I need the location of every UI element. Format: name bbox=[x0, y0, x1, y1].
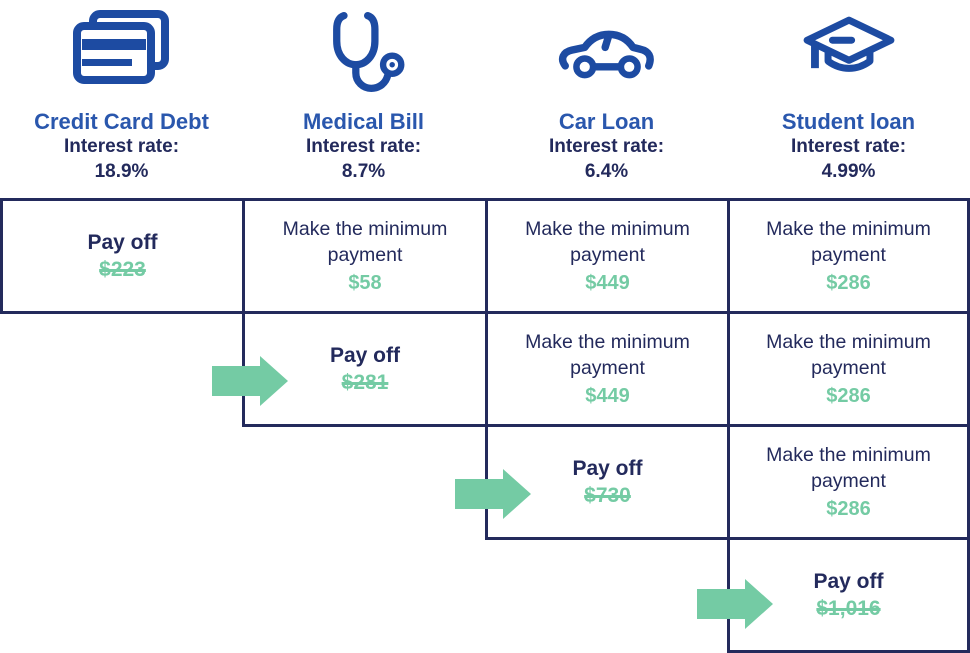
minimum-payment-amount: $449 bbox=[585, 385, 630, 407]
cell-minimum-student: Make the minimum payment $286 bbox=[727, 198, 970, 314]
graduation-cap-icon-svg bbox=[803, 16, 894, 72]
minimum-payment-amount: $286 bbox=[826, 498, 871, 520]
green-right-arrow-icon bbox=[455, 469, 531, 519]
cell-minimum-car: Make the minimum payment $449 bbox=[485, 311, 730, 427]
credit-card-icon bbox=[0, 0, 243, 104]
minimum-payment-label: Make the minimum payment bbox=[525, 331, 690, 379]
cell-minimum-car: Make the minimum payment $449 bbox=[485, 198, 730, 314]
column-title: Student loan bbox=[781, 109, 916, 134]
column-header-student-loan: Student loan Interest rate: 4.99% bbox=[727, 0, 970, 198]
car-icon-svg bbox=[558, 30, 654, 79]
interest-rate-label: Interest rate: bbox=[63, 136, 180, 157]
cell-minimum-student: Make the minimum payment $286 bbox=[727, 424, 970, 540]
graduation-cap-icon bbox=[727, 0, 970, 104]
column-title: Car Loan bbox=[558, 109, 655, 134]
minimum-payment-label: Make the minimum payment bbox=[766, 331, 931, 379]
column-header-car-loan: Car Loan Interest rate: 6.4% bbox=[485, 0, 728, 198]
minimum-payment-label: Make the minimum payment bbox=[282, 218, 448, 266]
interest-rate-value: 6.4% bbox=[584, 161, 629, 182]
payoff-amount: $281 bbox=[341, 371, 389, 394]
green-right-arrow-icon bbox=[697, 579, 773, 629]
column-title: Credit Card Debt bbox=[34, 109, 209, 134]
cell-payoff-credit-card: Pay off $223 bbox=[0, 198, 245, 314]
payoff-label: Pay off bbox=[572, 457, 643, 480]
payoff-amount: $223 bbox=[99, 258, 146, 281]
interest-rate-label: Interest rate: bbox=[548, 136, 665, 157]
payoff-amount: $730 bbox=[584, 484, 631, 507]
minimum-payment-amount: $58 bbox=[348, 272, 382, 294]
minimum-payment-label: Make the minimum payment bbox=[766, 444, 931, 492]
column-header-medical-bill: Medical Bill Interest rate: 8.7% bbox=[242, 0, 485, 198]
column-title: Medical Bill bbox=[302, 109, 425, 134]
stethoscope-icon bbox=[242, 0, 485, 104]
payoff-amount: $1,016 bbox=[816, 597, 881, 620]
stethoscope-icon-svg bbox=[332, 11, 404, 93]
car-icon bbox=[485, 0, 728, 104]
column-header-credit-card: Credit Card Debt Interest rate: 18.9% bbox=[0, 0, 243, 198]
green-right-arrow-icon bbox=[212, 356, 288, 406]
cell-payoff-student: Pay off $1,016 bbox=[727, 537, 970, 653]
minimum-payment-amount: $449 bbox=[585, 272, 630, 294]
interest-rate-value: 8.7% bbox=[341, 161, 386, 182]
minimum-payment-amount: $286 bbox=[826, 272, 871, 294]
minimum-payment-amount: $286 bbox=[826, 385, 871, 407]
payoff-label: Pay off bbox=[813, 570, 884, 593]
interest-rate-label: Interest rate: bbox=[790, 136, 907, 157]
minimum-payment-label: Make the minimum payment bbox=[766, 218, 931, 266]
interest-rate-value: 18.9% bbox=[94, 161, 149, 182]
payoff-label: Pay off bbox=[329, 344, 400, 367]
cell-minimum-medical: Make the minimum payment $58 bbox=[242, 198, 488, 314]
cell-payoff-medical: Pay off $281 bbox=[242, 311, 488, 427]
interest-rate-label: Interest rate: bbox=[305, 136, 422, 157]
minimum-payment-label: Make the minimum payment bbox=[525, 218, 690, 266]
interest-rate-value: 4.99% bbox=[821, 161, 876, 182]
credit-card-icon-svg bbox=[72, 10, 169, 84]
payoff-label: Pay off bbox=[87, 231, 158, 254]
cell-minimum-student: Make the minimum payment $286 bbox=[727, 311, 970, 427]
